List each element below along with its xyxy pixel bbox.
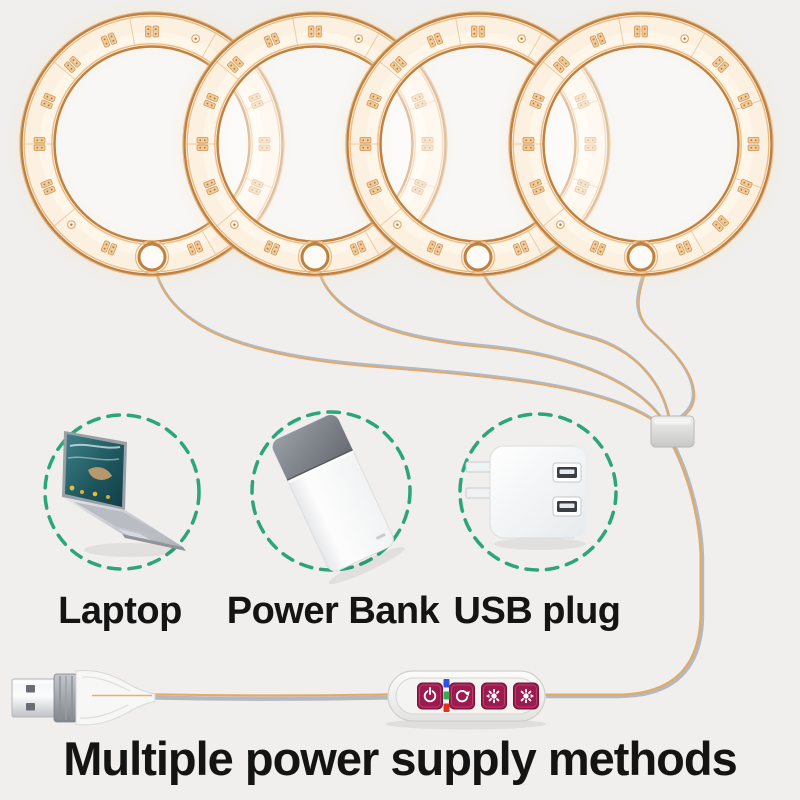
caption-title: Multiple power supply methods: [63, 732, 737, 785]
led-ring: [508, 11, 774, 277]
power-button: [417, 682, 443, 710]
usb-port: [552, 496, 582, 517]
led-chip: [263, 32, 281, 48]
led-chip: [64, 56, 81, 73]
led-chip: [359, 137, 372, 151]
indicator-leds: [443, 679, 450, 712]
led-chip: [426, 240, 444, 256]
led-chip: [349, 240, 367, 256]
cycle-button: [449, 682, 475, 710]
brightness-up-icon: [520, 688, 534, 704]
cycle-icon: [455, 690, 470, 703]
led-chip: [712, 56, 729, 73]
led-chip: [426, 32, 444, 48]
led-rings: [19, 11, 774, 277]
indicator-led-green: [443, 691, 450, 700]
led-chip: [589, 240, 607, 256]
led-chip: [366, 178, 382, 196]
led-chip: [737, 92, 753, 110]
led-chip: [100, 240, 118, 256]
led-chip: [393, 220, 402, 229]
led-chip: [263, 240, 281, 256]
led-chip: [230, 220, 239, 229]
led-chip: [196, 137, 209, 151]
wire-ring-3: [479, 267, 671, 420]
led-chip: [227, 56, 244, 73]
led-chip: [40, 92, 56, 110]
dashed-circle: [458, 412, 618, 572]
power-controller: [386, 670, 546, 730]
wire-ring-1: [153, 267, 659, 425]
led-chip: [40, 178, 56, 196]
wire-ring-2: [316, 267, 665, 423]
led-chip: [366, 92, 382, 110]
led-chip: [471, 25, 485, 38]
led-chip: [100, 32, 118, 48]
led-chip: [517, 34, 526, 44]
led-chip: [512, 240, 530, 256]
led-chip: [556, 220, 565, 229]
led-chip: [186, 240, 204, 256]
led-chip: [747, 137, 760, 151]
power-icon: [423, 687, 437, 703]
led-chip: [529, 92, 545, 110]
indicator-led-blue: [443, 679, 450, 688]
led-chip: [145, 25, 159, 38]
usb-port: [552, 462, 582, 483]
led-chip: [712, 215, 729, 232]
brighten-button: [513, 682, 539, 710]
laptop-label: Laptop: [58, 590, 182, 632]
power-bank-label: Power Bank: [226, 590, 440, 632]
ring-wires: [153, 267, 696, 425]
wall-charger-icon: [465, 444, 589, 550]
led-chip: [390, 56, 407, 73]
led-chip: [308, 25, 322, 38]
led-chip: [522, 137, 535, 151]
led-chip: [191, 34, 200, 44]
led-chip: [553, 56, 570, 73]
led-chip: [33, 137, 46, 151]
wire-ring-4: [636, 271, 696, 420]
led-chip: [203, 178, 219, 196]
led-chip: [67, 220, 76, 229]
power-bank-option: [250, 410, 412, 585]
led-chip: [737, 178, 753, 196]
led-chip: [529, 178, 545, 196]
dashed-circle: [43, 413, 201, 571]
led-chip: [589, 32, 607, 48]
led-chip: [354, 34, 363, 44]
usb-plug-label: USB plug: [453, 590, 621, 632]
laptop-option: [43, 413, 201, 571]
dim-button: [481, 682, 507, 710]
laptop-icon: [62, 431, 186, 557]
power-bank-icon: [272, 414, 405, 585]
brightness-down-icon: [486, 688, 500, 704]
led-chip: [203, 92, 219, 110]
led-chip: [675, 240, 693, 256]
led-chip: [680, 34, 689, 44]
main-cable: [149, 444, 705, 701]
junction-box: [650, 415, 695, 448]
usb-connector: [11, 669, 156, 726]
usb-plug-option: [458, 412, 618, 572]
led-chip: [634, 25, 648, 38]
indicator-led-red: [443, 703, 450, 712]
